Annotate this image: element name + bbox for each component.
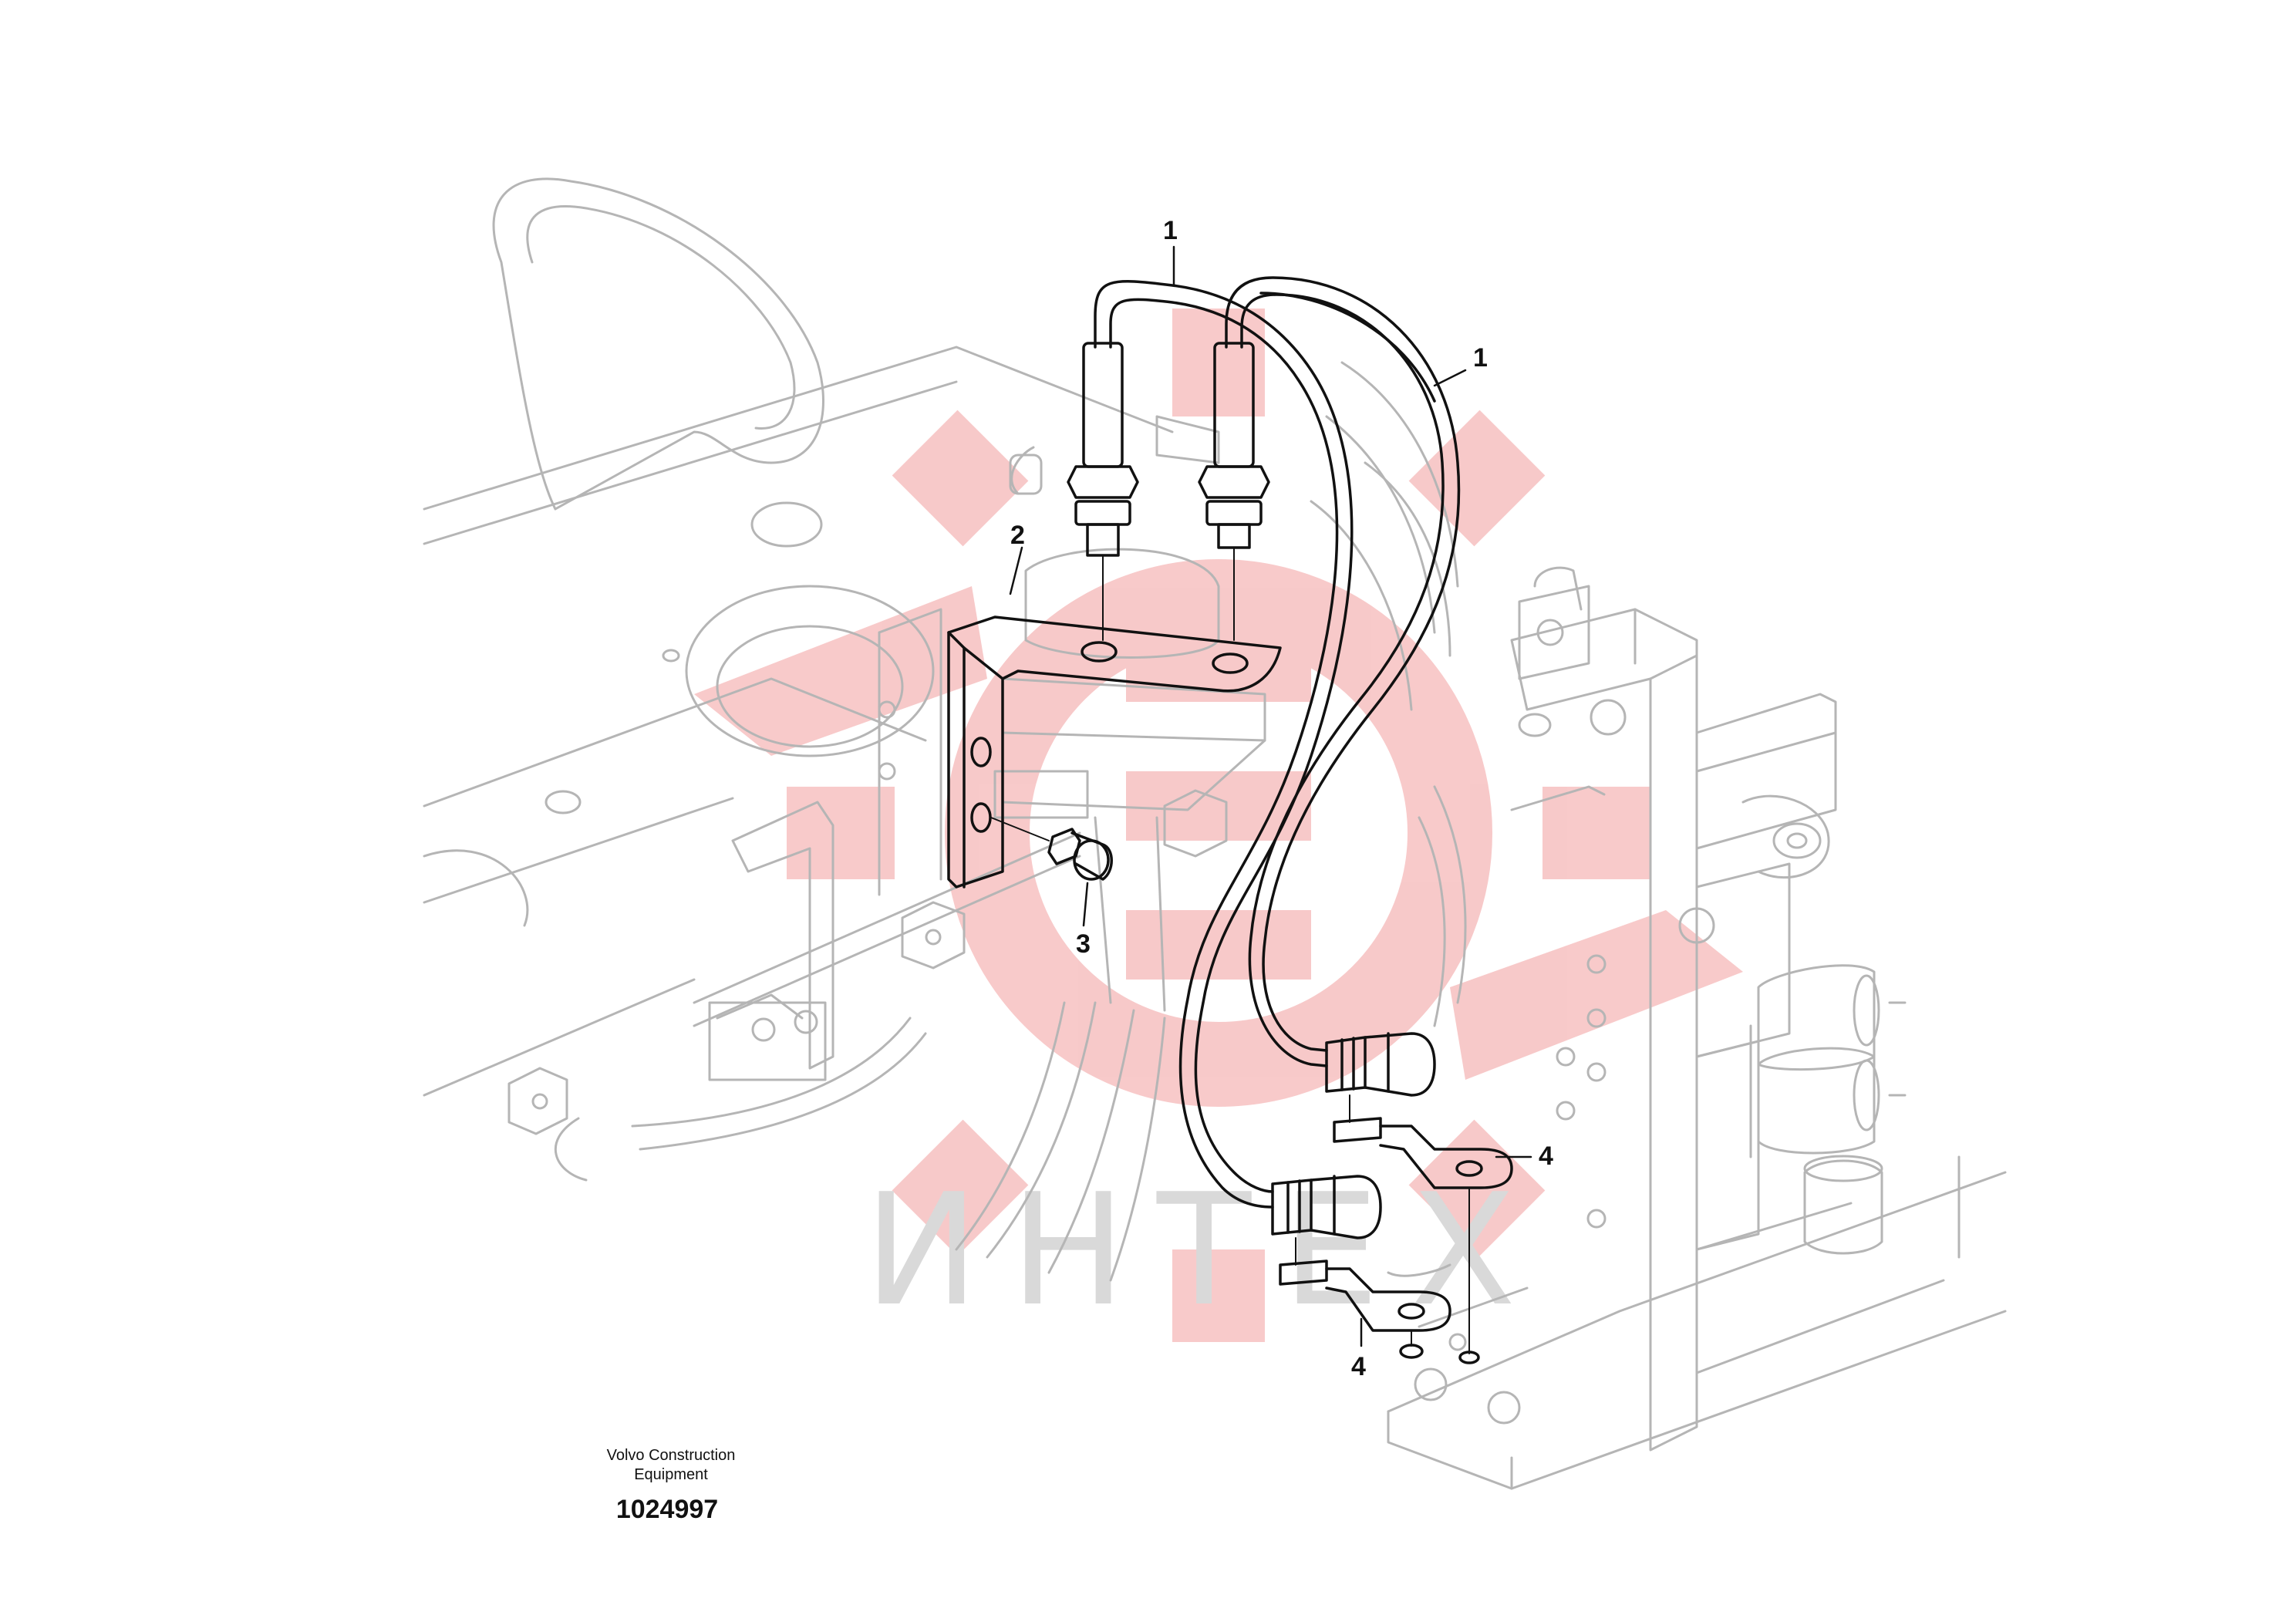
watermark-logo: [694, 309, 1743, 1342]
connector-lower: [1271, 1175, 1382, 1239]
part-1-cable-right: [1225, 276, 1461, 1067]
sensor-right: [1198, 342, 1270, 641]
callout-4-lower: 4: [1351, 1352, 1366, 1381]
callout-2: 2: [1010, 521, 1025, 550]
sensor-left: [1067, 342, 1139, 641]
callout-1-top: 1: [1163, 216, 1178, 245]
part-1-cable-left: [1094, 280, 1354, 1209]
caption-block: Volvo Construction Equipment 1024997: [607, 1447, 736, 1524]
part-4-terminal-lower: [1279, 1237, 1451, 1359]
part-2-bracket: [947, 615, 1282, 889]
callout-3: 3: [1076, 929, 1091, 959]
callout-1-right: 1: [1473, 343, 1488, 373]
callout-4-upper: 4: [1539, 1141, 1553, 1171]
part-3-bolt: [1047, 828, 1113, 881]
caption-equipment: Equipment: [634, 1466, 708, 1483]
part-4-terminal-upper: [1333, 1094, 1513, 1364]
foreground-parts: [947, 245, 1532, 1364]
machine-background: [423, 177, 2007, 1490]
caption-manufacturer: Volvo Construction: [607, 1447, 736, 1464]
leader-lines: [1009, 245, 1532, 1347]
connector-upper: [1325, 1032, 1436, 1097]
caption-part-number: 1024997: [616, 1495, 718, 1524]
watermark-text: ИНТЕХ: [864, 1161, 1547, 1340]
